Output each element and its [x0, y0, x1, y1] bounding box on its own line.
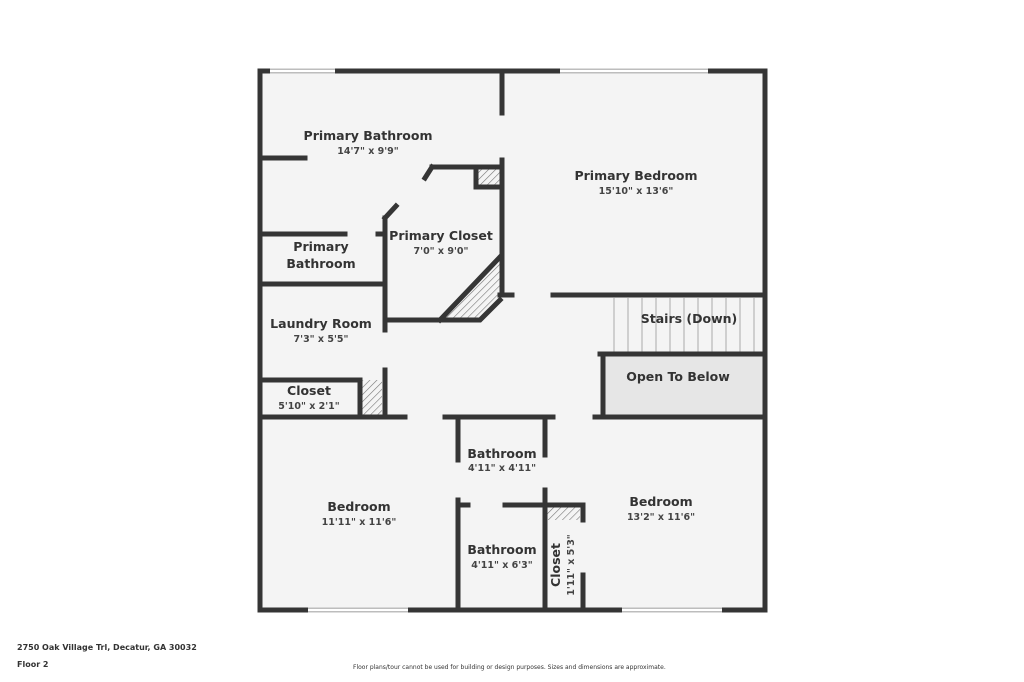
open-to-below-area — [605, 356, 765, 415]
room-name: Primary Bedroom — [574, 168, 697, 183]
stairs — [613, 298, 755, 352]
room-name: Primary Bathroom — [304, 128, 433, 143]
room-dims: 7'3" x 5'5" — [294, 334, 349, 345]
room-dims: 14'7" x 9'9" — [337, 146, 399, 157]
room-name: Bathroom — [467, 446, 536, 461]
address: 2750 Oak Village Trl, Decatur, GA 30032 — [17, 643, 197, 652]
room-name: Bathroom — [286, 256, 355, 271]
room-dims: 13'2" x 11'6" — [627, 512, 695, 523]
room-dims: 11'11" x 11'6" — [322, 517, 397, 528]
room-name: Closet — [287, 383, 331, 398]
labels: Primary Bathroom 14'7" x 9'9" Primary Be… — [270, 128, 737, 596]
room-name: Closet — [548, 543, 563, 587]
room-dims: 7'0" x 9'0" — [414, 246, 469, 257]
room-dims: 15'10" x 13'6" — [599, 186, 674, 197]
room-name: Bedroom — [629, 494, 692, 509]
walls — [257, 68, 768, 613]
room-name: Open To Below — [626, 369, 730, 384]
room-dims: 4'11" x 4'11" — [468, 463, 536, 474]
room-name: Bedroom — [327, 499, 390, 514]
floor-label: Floor 2 — [17, 660, 49, 669]
room-name: Primary Closet — [389, 228, 493, 243]
disclaimer: Floor plans/tour cannot be used for buil… — [353, 664, 666, 671]
room-name: Laundry Room — [270, 316, 372, 331]
floor-area — [260, 71, 765, 610]
windows — [270, 68, 722, 613]
room-name: Stairs (Down) — [641, 311, 738, 326]
room-name: Primary — [293, 239, 348, 254]
room-dims: 4'11" x 6'3" — [471, 560, 533, 571]
room-dims: 5'10" x 2'1" — [278, 401, 340, 412]
room-dims: 1'11" x 5'3" — [566, 534, 577, 596]
room-name: Bathroom — [467, 542, 536, 557]
